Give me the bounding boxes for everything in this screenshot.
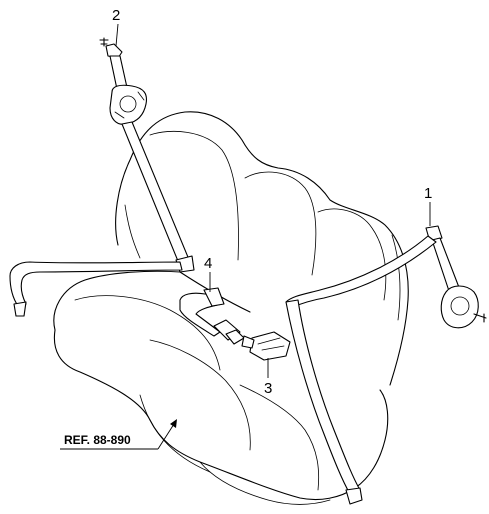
callout-label-2: 2: [112, 7, 120, 24]
buckle-body-3: [249, 331, 291, 361]
buckle-assembly-4: [179, 287, 245, 345]
callout-label-4: 4: [204, 255, 212, 272]
reference-leader: [157, 423, 175, 450]
buckle-bracket-4: [203, 287, 225, 307]
retractor-detail-2: [114, 91, 145, 119]
seat-cushion-base: [199, 461, 331, 505]
reference-callout: REF. 88-890: [60, 419, 177, 450]
retractor-spool-2: [119, 95, 137, 113]
seat-back-panel-right: [317, 208, 387, 301]
lap-anchor-right: [345, 487, 363, 505]
buckle-detail-3: [257, 337, 285, 351]
callout-4: 4: [204, 255, 212, 292]
buckle-tongue-3: [241, 335, 255, 349]
lap-webbing-left: [9, 261, 183, 307]
seat-back-panel-mid: [244, 171, 317, 276]
callout-label-1: 1: [424, 185, 432, 202]
diagonal-webbing-2: [121, 121, 191, 267]
seat-cushion-front-edge: [139, 394, 211, 473]
seat-back-inner-right: [391, 234, 401, 321]
reference-label: REF. 88-890: [64, 433, 131, 447]
retractor-spool-1: [450, 296, 470, 316]
lap-webbing-right: [285, 299, 361, 495]
seat-back-inner-left: [124, 204, 141, 259]
callout-2: 2: [112, 7, 120, 47]
anchor-bolt-2: [99, 37, 109, 47]
retractor-2: [109, 84, 148, 125]
seat-belt-assembly-2: [9, 37, 195, 317]
seat-belt-assembly-1: [285, 225, 487, 505]
retractor-bolt-1: [473, 313, 487, 323]
seat-cushion-panel-left: [74, 295, 221, 371]
buckle-assembly-3: [241, 331, 291, 361]
retractor-1: [440, 285, 479, 329]
upper-anchor-plate-2: [105, 43, 123, 59]
reference-arrowhead: [170, 419, 177, 428]
upper-webbing-1: [431, 237, 461, 295]
callout-3: 3: [264, 358, 272, 397]
seat-cushion-panel-right: [239, 384, 320, 491]
leader-line-2: [115, 23, 119, 47]
callout-1: 1: [424, 185, 432, 226]
diagonal-webbing-1: [285, 235, 437, 309]
seat-back-panel-left: [149, 130, 239, 261]
callout-label-3: 3: [264, 380, 272, 397]
rear-seat: [53, 111, 409, 505]
lap-anchor-left: [13, 301, 27, 317]
seat-cushion-panel-mid: [149, 339, 251, 451]
